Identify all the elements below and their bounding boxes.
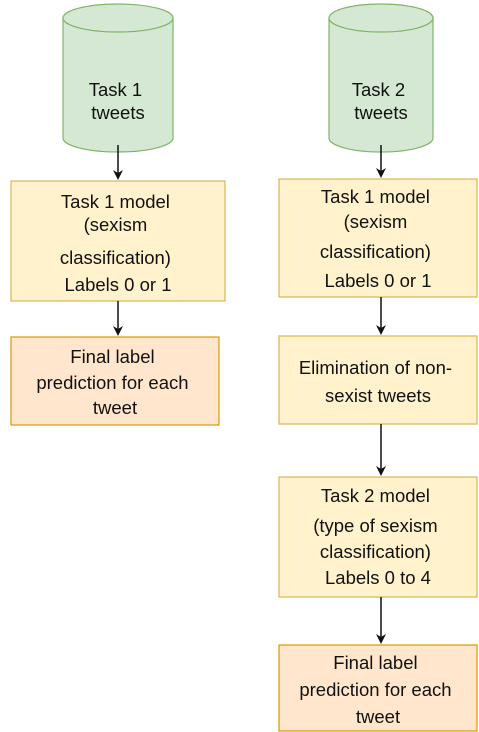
task2-tweets-label: Task 2 tweets (352, 79, 411, 123)
label-line: Task 1 model (61, 191, 170, 212)
label-line: classification) (320, 241, 431, 262)
right-final-prediction-label: Final label prediction for each tweet (299, 652, 456, 727)
label-line: Task 1 model (321, 186, 430, 207)
label-line: (sexism (344, 211, 408, 232)
task2-model-box: Task 2 model (type of sexism classificat… (278, 476, 478, 598)
left-flow: Task 1 tweets Task 1 model (sexism class… (10, 3, 226, 426)
label-line: classification) (320, 541, 431, 562)
label-line: Final label (333, 652, 417, 673)
label-line: tweets (354, 102, 407, 123)
right-task1-model-box: Task 1 model (sexism classification) Lab… (278, 178, 478, 298)
label-line: Labels 0 or 1 (65, 274, 172, 295)
label-line: Elimination of non- (299, 357, 452, 378)
label-line: Labels 0 to 4 (325, 567, 431, 588)
label-line: Task 2 (352, 79, 405, 100)
label-line: Labels 0 or 1 (325, 270, 432, 291)
task1-model-label: Task 1 model (sexism classification) Lab… (60, 191, 176, 295)
right-task1-model-label: Task 1 model (sexism classification) Lab… (320, 186, 436, 291)
task2-tweets-database: Task 2 tweets (328, 3, 434, 153)
task1-model-box: Task 1 model (sexism classification) Lab… (10, 180, 226, 302)
label-line: classification) (60, 247, 171, 268)
label-line: (type of sexism (313, 515, 437, 536)
task1-tweets-label: Task 1 tweets (89, 79, 148, 123)
task2-model-label: Task 2 model (type of sexism classificat… (313, 485, 443, 588)
label-line: tweets (91, 102, 144, 123)
label-line: prediction for each (299, 679, 451, 700)
label-line: (sexism (84, 214, 148, 235)
task1-tweets-database: Task 1 tweets (62, 3, 174, 153)
database-top (62, 3, 174, 33)
database-top (328, 3, 434, 33)
label-line: Final label (70, 346, 154, 367)
label-line: Task 1 (89, 79, 142, 100)
right-final-prediction-box: Final label prediction for each tweet (278, 644, 478, 732)
elimination-box: Elimination of non- sexist tweets (278, 335, 478, 425)
label-line: tweet (356, 706, 400, 727)
elimination-label: Elimination of non- sexist tweets (299, 357, 457, 406)
left-final-prediction-box: Final label prediction for each tweet (10, 336, 220, 426)
label-line: prediction for each (36, 372, 188, 393)
label-line: Task 2 model (321, 485, 430, 506)
right-flow: Task 2 tweets Task 1 model (sexism class… (278, 3, 478, 732)
label-line: tweet (93, 397, 137, 418)
left-final-prediction-label: Final label prediction for each tweet (36, 346, 193, 418)
label-line: sexist tweets (325, 385, 431, 406)
